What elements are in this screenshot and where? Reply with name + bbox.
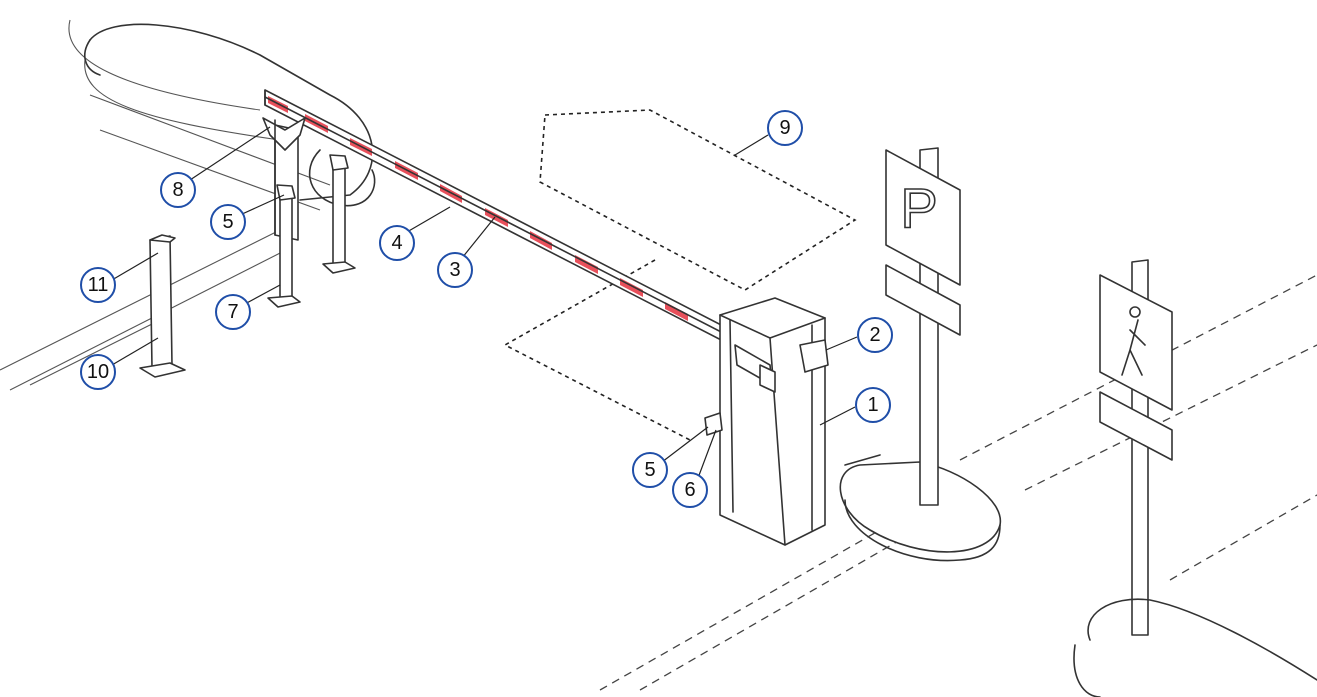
callout-2-circle [857,317,893,353]
callout-1: 1 [867,394,878,416]
callout-2: 2 [869,324,880,346]
callout-6: 6 [684,479,695,501]
callouts: 1 2 3 4 5 5 6 7 8 9 [80,110,893,508]
rear-island [84,23,376,207]
callout-5a-circle [210,204,246,240]
pedestrian-island [1073,259,1317,697]
photocell-post-front [267,184,301,308]
callout-5b: 5 [644,459,655,481]
callout-11: 11 [88,274,109,296]
front-island: P [839,147,1001,562]
callout-3-circle [437,252,473,288]
callout-7: 7 [227,301,238,323]
callout-6-circle [672,472,708,508]
callout-11-circle [80,267,116,303]
callout-4: 4 [391,232,402,254]
loop-detection-zone [503,109,857,441]
photocell-post-rear [322,154,356,274]
callout-8-circle [160,172,196,208]
stand-post [139,234,186,378]
callout-4-circle [379,225,415,261]
callout-5a: 5 [222,211,233,233]
callout-9-circle [767,110,803,146]
callout-10-circle [80,354,116,390]
barrier-cabinet [704,297,829,546]
callout-10: 10 [87,361,109,383]
callout-8: 8 [172,179,183,201]
callout-9: 9 [779,117,790,139]
callout-7-circle [215,294,251,330]
callout-3: 3 [449,259,460,281]
callout-5b-circle [632,452,668,488]
parking-sign-letter: P [900,177,937,240]
callout-1-circle [855,387,891,423]
